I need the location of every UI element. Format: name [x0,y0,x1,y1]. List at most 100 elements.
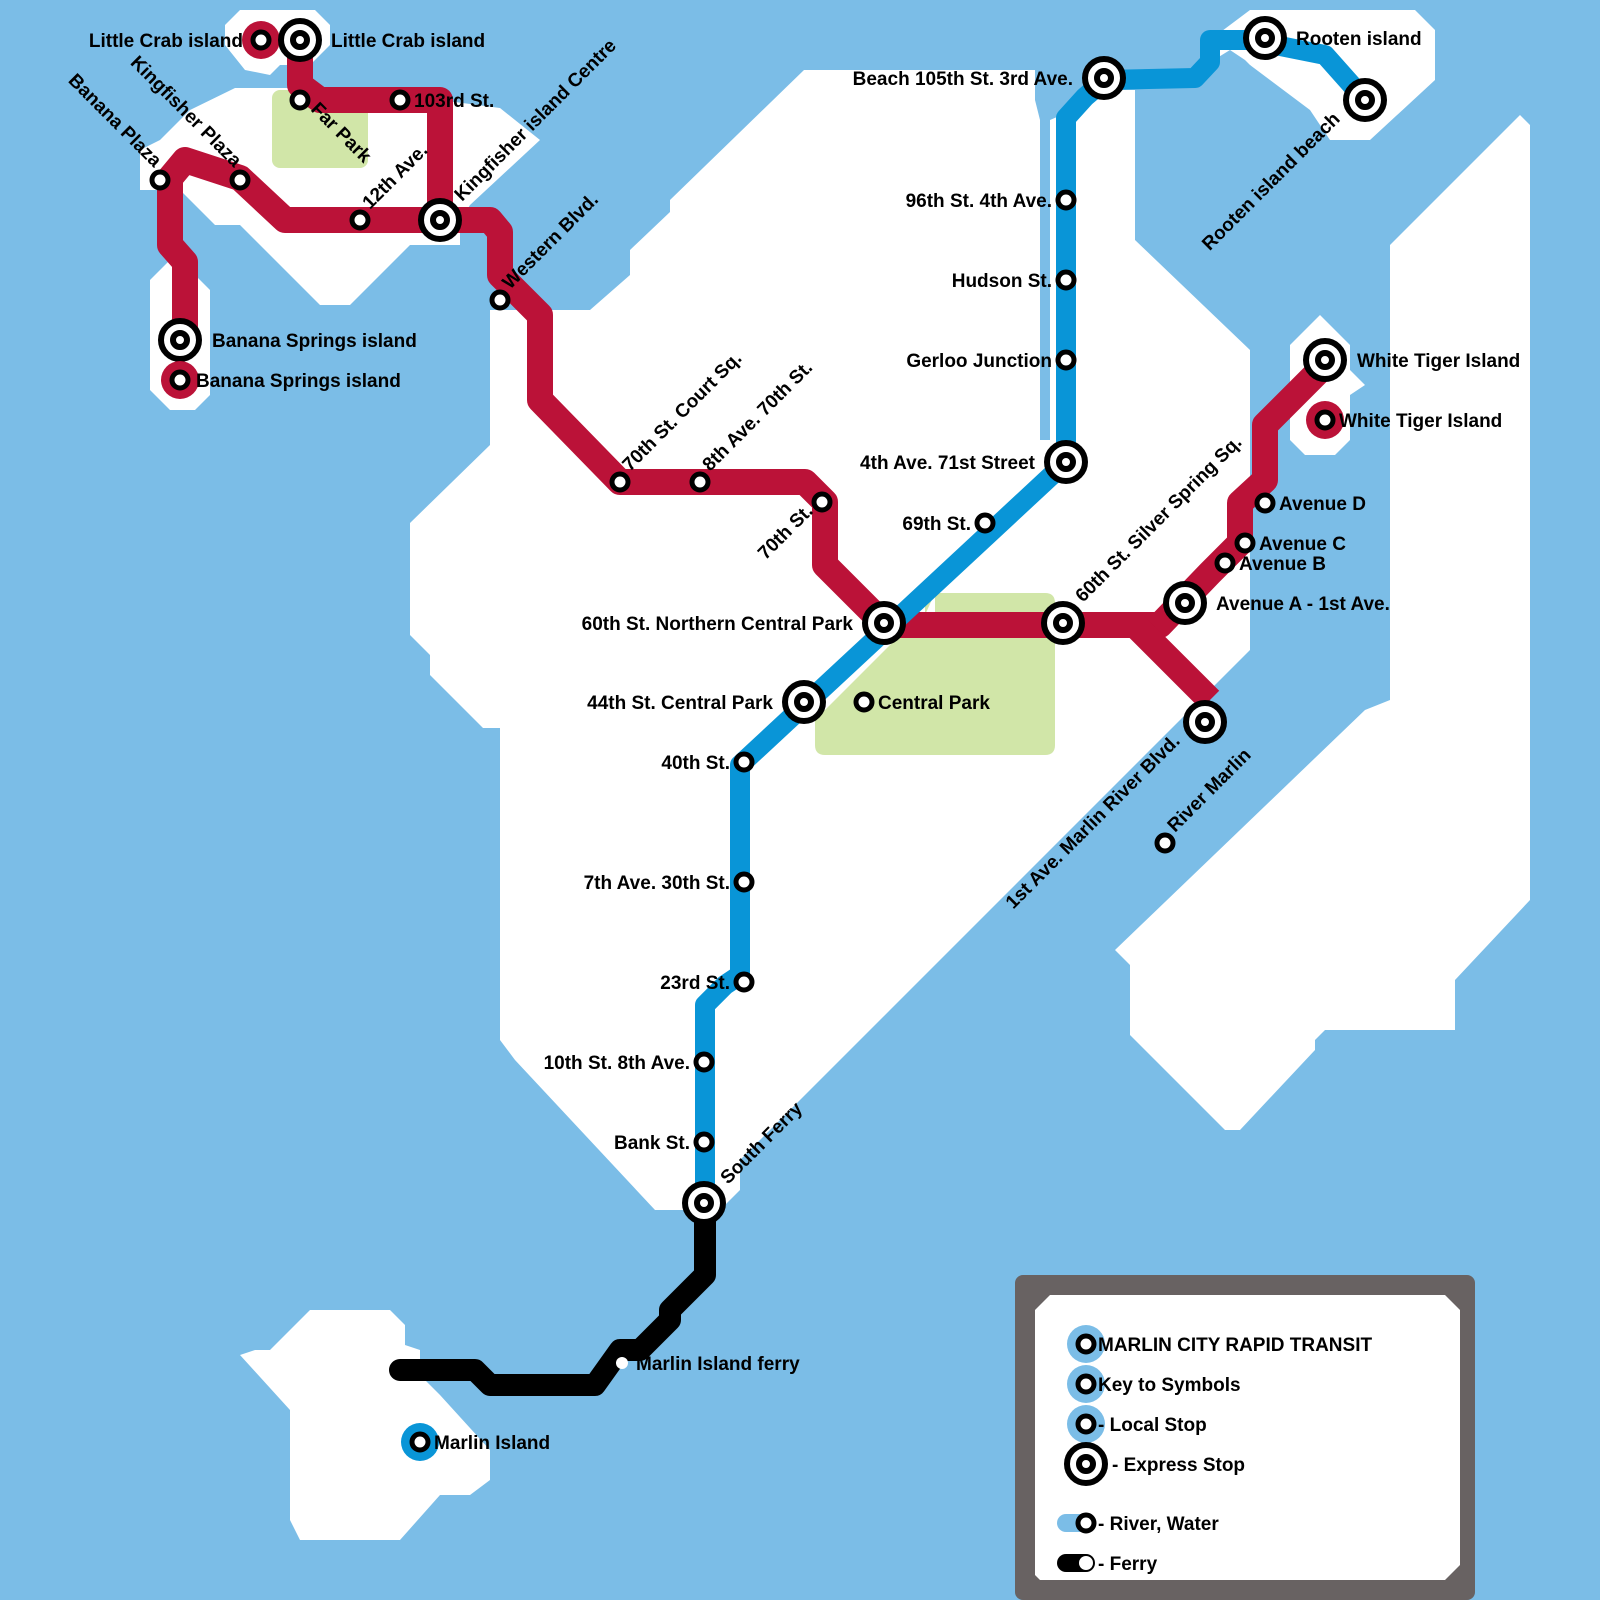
station-label-ave-c[interactable]: Avenue C [1259,534,1346,555]
express-stop-inner [1094,68,1114,88]
station-little-crab-red[interactable] [242,21,280,59]
station-banana-springs-exp[interactable] [158,318,202,362]
station-marlin-river-blvd[interactable] [1183,700,1227,744]
station-label-central-park[interactable]: Central Park [878,693,990,714]
station-label-banana-springs-exp[interactable]: Banana Springs island [212,331,417,352]
express-stop-inner [290,30,310,50]
station-label-bank[interactable]: Bank St. [614,1133,690,1154]
station-label-northern-cp[interactable]: 60th St. Northern Central Park [582,614,854,635]
station-label-st-23rd[interactable]: 23rd St. [660,973,730,994]
station-label-beach-105th[interactable]: Beach 105th St. 3rd Ave. [853,69,1073,90]
station-label-ave-a[interactable]: Avenue A - 1st Ave. [1216,594,1390,615]
station-label-white-tiger-red[interactable]: White Tiger Island [1339,411,1502,432]
local-stop-icon [689,471,711,493]
local-stop-icon [1314,409,1336,431]
station-ave-d[interactable] [1254,492,1276,514]
station-label-little-crab-exp[interactable]: Little Crab island [331,31,485,52]
station-hudson[interactable] [1055,269,1077,291]
station-label-gerloo[interactable]: Gerloo Junction [906,351,1052,372]
legend-panel: MARLIN CITY RAPID TRANSIT Key to Symbols… [1015,1275,1475,1600]
local-stop-icon [1234,532,1256,554]
station-marlin-ferry[interactable] [616,1357,628,1369]
legend-marker-subtitle-stop [1075,1373,1097,1395]
station-label-white-tiger-exp[interactable]: White Tiger Island [1357,351,1520,372]
station-silver-spring[interactable] [1041,601,1085,645]
station-central-park[interactable] [853,691,875,713]
station-banana-plaza[interactable] [149,169,171,191]
legend-express-stop-inner [1076,1454,1096,1474]
local-stop-icon [693,1051,715,1073]
station-label-st10-8th[interactable]: 10th St. 8th Ave. [544,1053,690,1074]
express-stop-inner [1175,593,1195,613]
station-ave-a[interactable] [1163,581,1207,625]
station-northern-cp[interactable] [862,601,906,645]
local-stop-icon [609,471,631,493]
station-st-23rd[interactable] [733,971,755,993]
express-stop-inner [170,330,190,350]
station-beach-105th[interactable] [1082,56,1126,100]
legend-express-stop-label: - Express Stop [1112,1455,1245,1476]
station-ave-b[interactable] [1214,552,1236,574]
station-rooten-island[interactable] [1243,16,1287,60]
station-label-st-103rd[interactable]: 103rd St. [414,91,494,112]
express-stop-inner [1315,350,1335,370]
legend-river-label: - River, Water [1098,1514,1219,1535]
station-river-marlin[interactable] [1154,832,1176,854]
station-st-103rd[interactable] [389,89,411,111]
station-label-marlin-ferry[interactable]: Marlin Island ferry [636,1354,800,1375]
local-stop-icon [811,491,833,513]
legend-river-stop-icon [1075,1512,1097,1534]
station-western-blvd[interactable] [489,289,511,311]
station-ave8-70th[interactable] [689,471,711,493]
local-stop-icon [974,512,996,534]
station-label-st-40th[interactable]: 40th St. [661,753,730,774]
local-stop-icon [1055,349,1077,371]
station-label-hudson[interactable]: Hudson St. [952,271,1052,292]
legend-local-stop-icon [1075,1413,1097,1435]
station-ave7-30th[interactable] [733,871,755,893]
station-ave4-71st[interactable] [1044,440,1088,484]
local-stop-icon [1154,832,1176,854]
station-kingfisher-plaza[interactable] [229,169,251,191]
ferry-stop-icon [616,1357,628,1369]
station-label-st96-4th[interactable]: 96th St. 4th Ave. [906,191,1052,212]
station-ave-c[interactable] [1234,532,1256,554]
station-label-ave4-71st[interactable]: 4th Ave. 71st Street [860,453,1036,474]
local-stop-icon [289,89,311,111]
station-label-ave-b[interactable]: Avenue B [1239,554,1326,575]
station-label-rooten-island[interactable]: Rooten island [1296,29,1422,50]
main-island-land [410,70,1250,1210]
local-stop-icon [853,691,875,713]
station-label-little-crab-red[interactable]: Little Crab island [89,31,243,52]
station-south-ferry[interactable] [682,1181,726,1225]
ferry-line [389,1194,716,1396]
station-white-tiger-red[interactable] [1306,401,1344,439]
station-st10-8th[interactable] [693,1051,715,1073]
station-white-tiger-exp[interactable] [1303,338,1347,382]
station-label-marlin-island[interactable]: Marlin Island [434,1433,550,1454]
station-ave-12th[interactable] [349,209,371,231]
station-bank[interactable] [693,1131,715,1153]
station-st44-cp[interactable] [782,680,826,724]
station-label-ave-d[interactable]: Avenue D [1279,494,1366,515]
station-st-70th[interactable] [811,491,833,513]
station-st-40th[interactable] [733,751,755,773]
legend-marker-title-stop [1075,1333,1097,1355]
express-stop-inner [794,692,814,712]
station-label-banana-springs-red[interactable]: Banana Springs island [196,371,401,392]
station-gerloo[interactable] [1055,349,1077,371]
station-court-sq[interactable] [609,471,631,493]
station-little-crab-exp[interactable] [278,18,322,62]
station-marlin-island[interactable] [401,1423,439,1461]
station-banana-springs-red[interactable] [161,361,199,399]
station-label-st44-cp[interactable]: 44th St. Central Park [587,693,773,714]
station-st-69th[interactable] [974,512,996,534]
station-st96-4th[interactable] [1055,189,1077,211]
station-rooten-beach[interactable] [1343,78,1387,122]
station-label-st-69th[interactable]: 69th St. [902,514,971,535]
station-far-park[interactable] [289,89,311,111]
station-kingfisher-centre[interactable] [418,198,462,242]
station-label-ave7-30th[interactable]: 7th Ave. 30th St. [584,873,730,894]
local-stop-icon [389,89,411,111]
